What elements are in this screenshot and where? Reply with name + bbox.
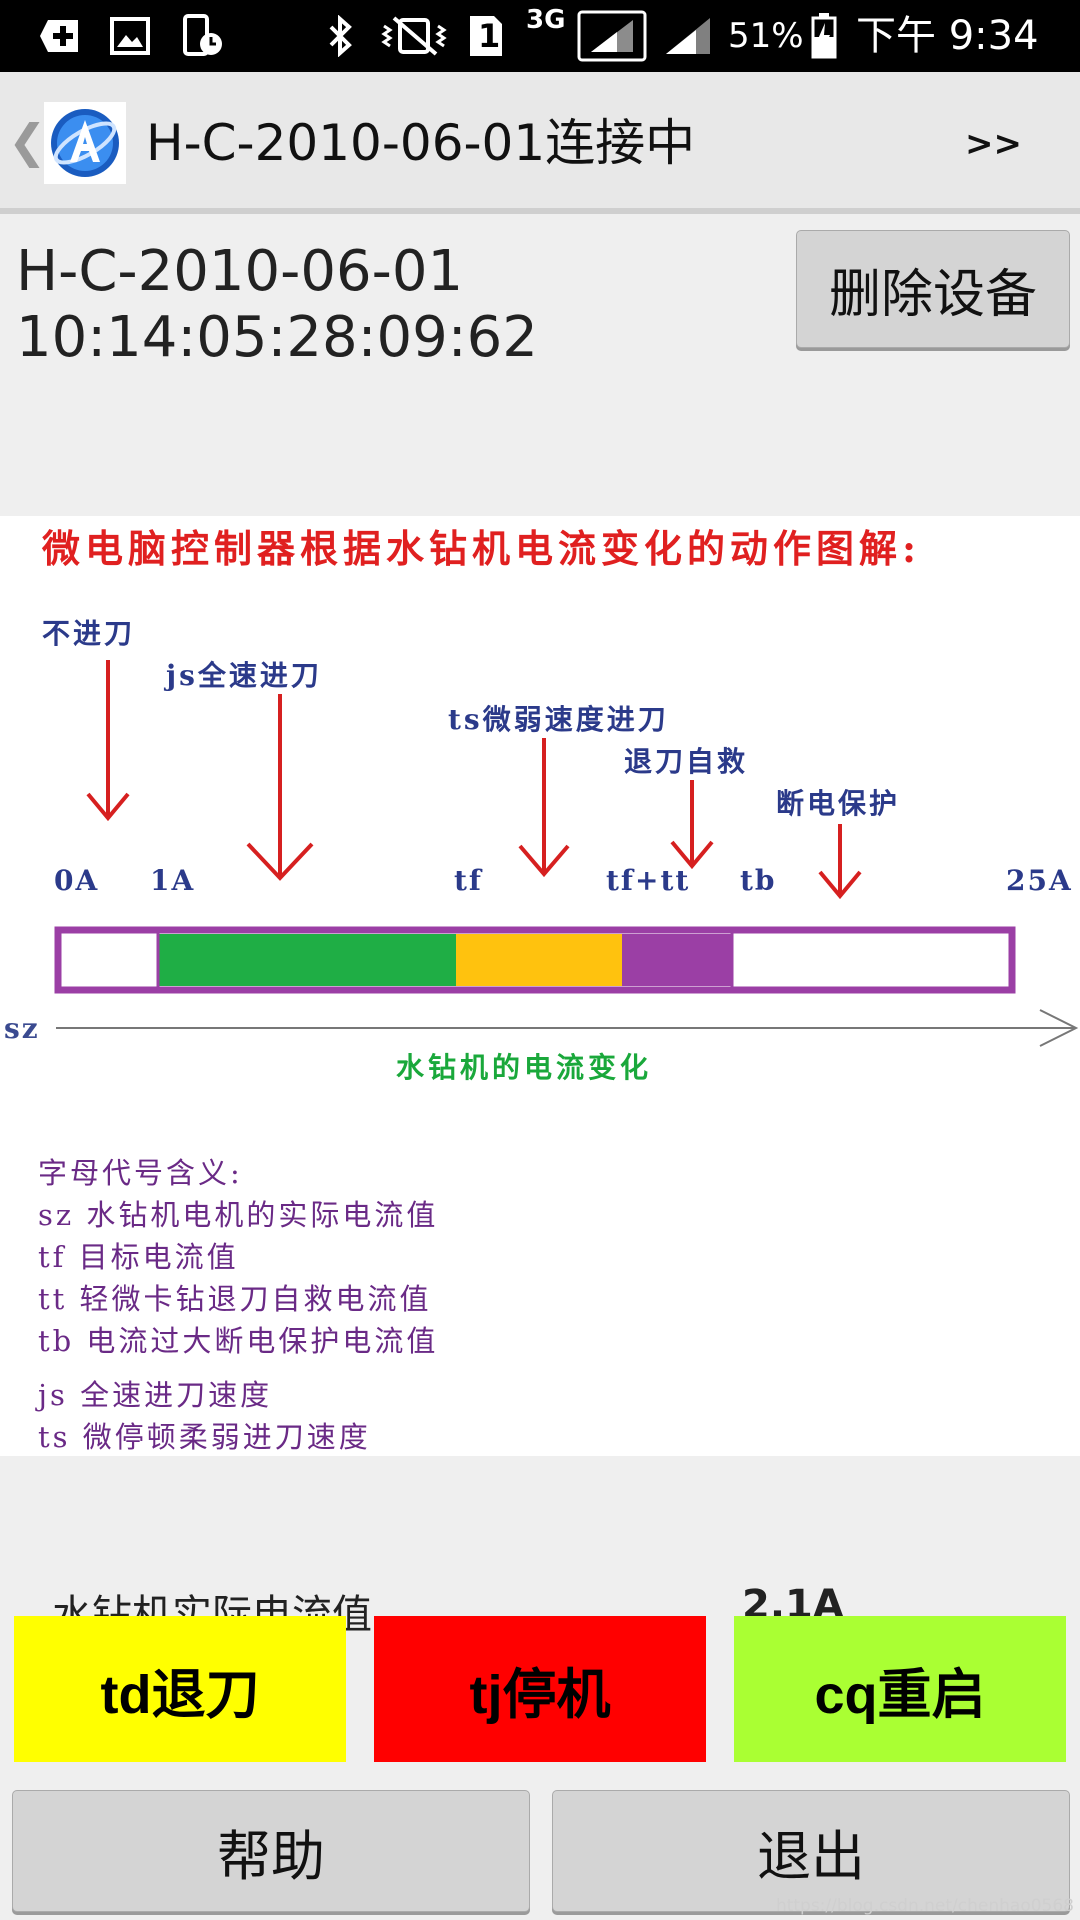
back-chevron-icon[interactable]: ❮ — [8, 114, 47, 168]
retract-button[interactable]: td退刀 — [14, 1616, 346, 1762]
current-action-diagram: 微电脑控制器根据水钻机电流变化的动作图解: 不进刀 js全速进刀 ts微弱速度进… — [0, 516, 1080, 1456]
legend-item: tb 电流过大断电保护电流值 — [38, 1324, 439, 1358]
exit-button[interactable]: 退出 — [552, 1790, 1070, 1912]
segment-full-speed — [158, 934, 456, 986]
axis-caption: 水钻机的电流变化 — [396, 1051, 653, 1084]
stop-button[interactable]: tj停机 — [374, 1616, 706, 1762]
annotation-js-full-speed: js全速进刀 — [166, 659, 322, 692]
axis-label-sz: sz — [4, 1012, 40, 1045]
device-mac-address: 10:14:05:28:09:62 — [16, 305, 538, 370]
image-icon — [108, 14, 152, 58]
tick-1a: 1A — [150, 864, 196, 897]
segment-retract — [622, 934, 732, 986]
tick-tf-plus-tt: tf+tt — [606, 864, 691, 897]
page-title: H-C-2010-06-01连接中 — [146, 114, 696, 172]
legend-item: sz 水钻机电机的实际电流值 — [38, 1198, 439, 1232]
vibrate-icon — [378, 14, 452, 58]
tick-25a: 25A — [1006, 864, 1073, 897]
arrow-no-feed — [86, 660, 130, 822]
legend-item: tt 轻微卡钻退刀自救电流值 — [38, 1282, 432, 1316]
watermark: https://blog.csdn.net/chenhao0568 — [775, 1896, 1074, 1916]
network-type: 3G — [526, 5, 566, 35]
restart-button[interactable]: cq重启 — [734, 1616, 1066, 1762]
arrow-retract — [670, 780, 714, 870]
arrow-cutoff — [818, 824, 862, 900]
status-bar: 1 3G 51% 下午 9:34 — [0, 0, 1080, 72]
tick-tb: tb — [740, 864, 777, 897]
phone-clock-icon — [180, 14, 226, 58]
add-box-icon — [36, 14, 84, 58]
diagram-title: 微电脑控制器根据水钻机电流变化的动作图解: — [42, 526, 922, 571]
tick-0a: 0A — [54, 864, 100, 897]
tick-tf: tf — [454, 864, 483, 897]
device-name: H-C-2010-06-01 — [16, 239, 464, 304]
legend-item: tf 目标电流值 — [38, 1240, 239, 1274]
legend-item: js 全速进刀速度 — [38, 1378, 273, 1412]
legend-heading: 字母代号含义: — [38, 1156, 243, 1190]
app-logo-icon[interactable] — [44, 102, 126, 184]
arrow-js — [246, 694, 314, 881]
battery-percent: 51% — [728, 16, 804, 56]
signal-3g-icon — [576, 10, 648, 62]
signal-icon — [660, 14, 716, 58]
help-button[interactable]: 帮助 — [12, 1790, 530, 1912]
delete-device-button[interactable]: 删除设备 — [796, 230, 1070, 348]
annotation-retract: 退刀自救 — [624, 745, 749, 778]
sim-1-icon — [466, 14, 506, 58]
more-button[interactable]: >> — [965, 124, 1022, 164]
clock: 下午 9:34 — [856, 13, 1039, 59]
arrow-ts — [518, 738, 570, 878]
bluetooth-icon — [322, 14, 358, 58]
current-range-bar — [54, 926, 1079, 1047]
annotation-ts-weak-speed: ts微弱速度进刀 — [448, 703, 669, 736]
legend-item: ts 微停顿柔弱进刀速度 — [38, 1420, 371, 1454]
sim-number: 1 — [478, 17, 501, 55]
action-bar: ❮ H-C-2010-06-01连接中 >> — [0, 72, 1080, 214]
segment-weak-speed — [456, 934, 622, 986]
annotation-no-feed: 不进刀 — [42, 617, 136, 650]
battery-icon — [810, 13, 838, 59]
annotation-power-cutoff: 断电保护 — [776, 787, 901, 820]
annotation-arrows — [86, 660, 862, 900]
